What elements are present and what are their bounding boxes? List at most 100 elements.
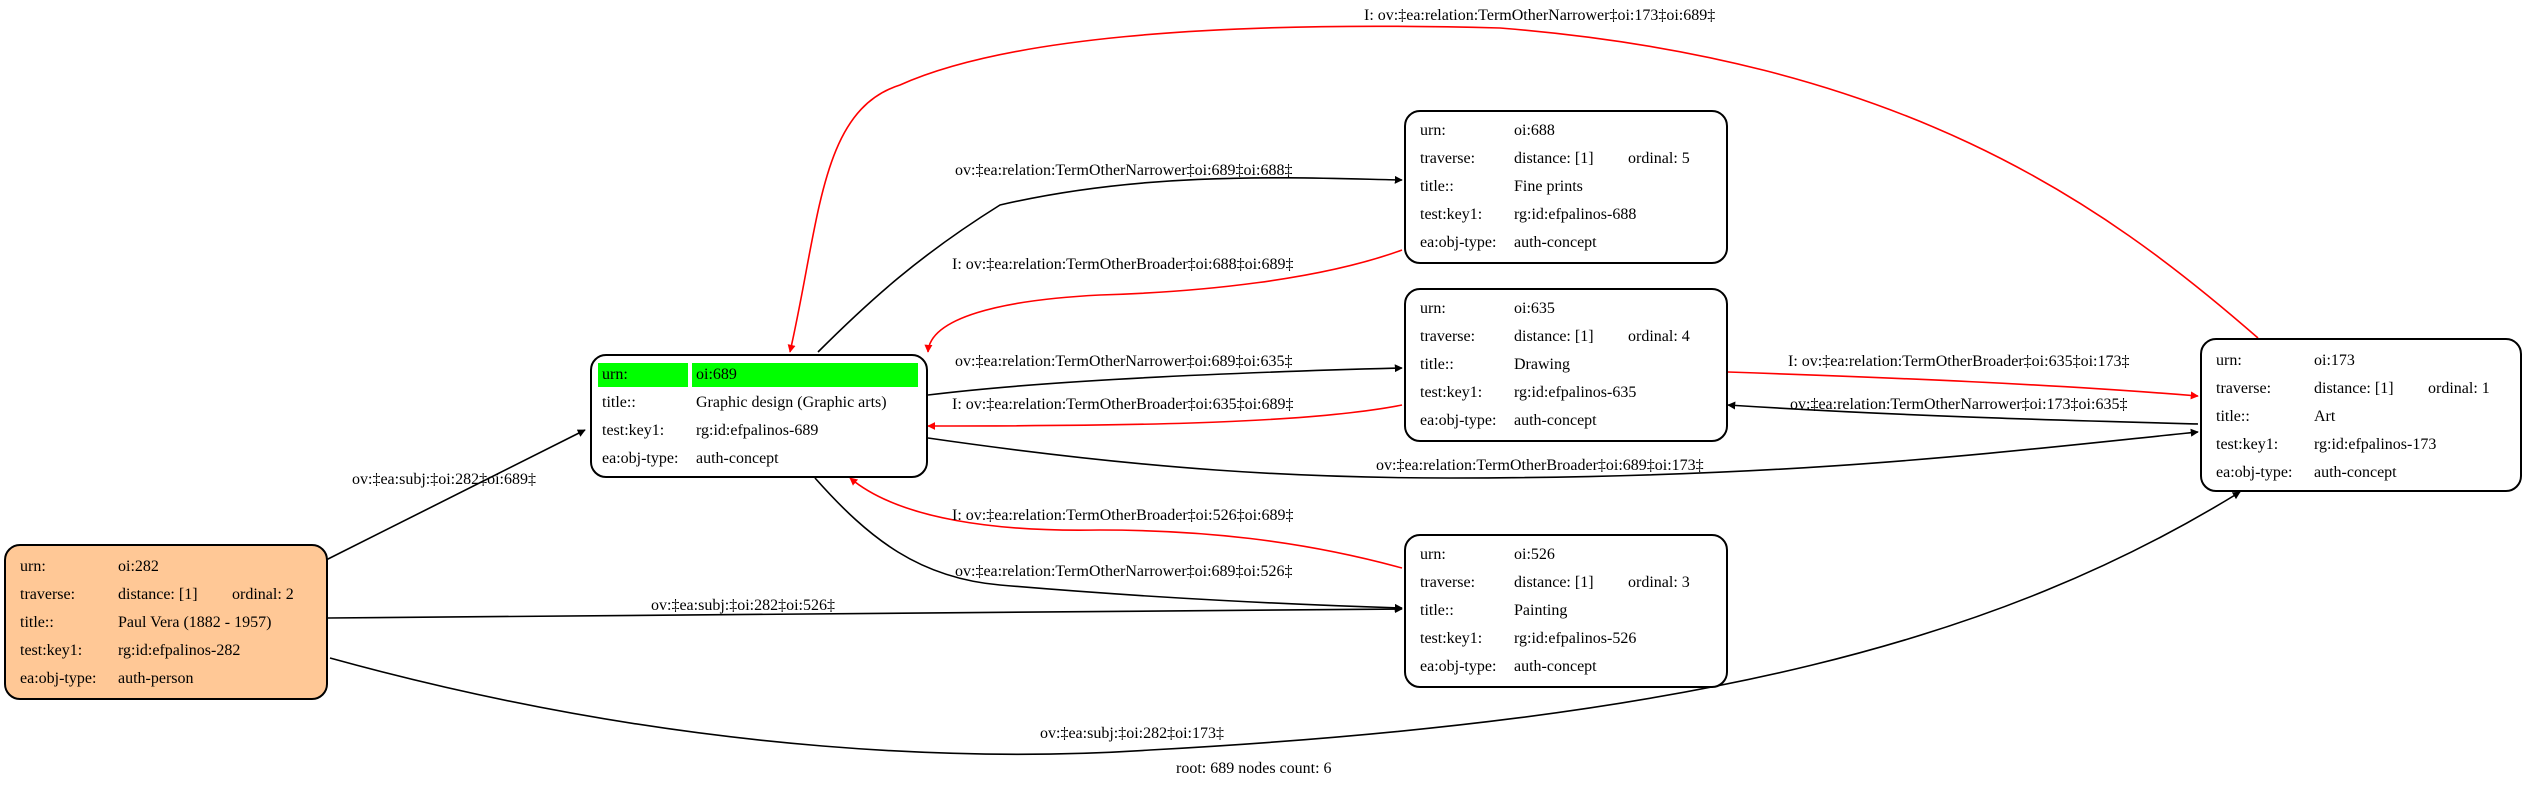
node-value: oi:689 bbox=[696, 366, 737, 383]
node-value: Graphic design (Graphic arts) bbox=[696, 394, 887, 411]
node-key: urn: bbox=[1420, 300, 1446, 317]
node-key: traverse: bbox=[1420, 574, 1476, 591]
node-row-traverse: traverse: distance: [1] ordinal: 2 bbox=[6, 582, 326, 608]
node-row-urn: urn: oi:689 bbox=[592, 362, 926, 388]
edge-282-526 bbox=[327, 605, 1403, 619]
node-row-test-key1: test:key1: rg:id:efpalinos-526 bbox=[1406, 626, 1726, 652]
node-value: oi:635 bbox=[1514, 300, 1555, 317]
node-row-obj-type: ea:obj-type: auth-person bbox=[6, 666, 326, 692]
graph-footer: root: 689 nodes count: 6 bbox=[1176, 760, 1332, 777]
node-key: test:key1: bbox=[2216, 436, 2279, 453]
node-oi-282[interactable]: urn: oi:282 traverse: distance: [1] ordi… bbox=[4, 544, 328, 700]
node-key: urn: bbox=[2216, 352, 2242, 369]
edge-526-689 bbox=[849, 477, 1403, 569]
node-oi-526[interactable]: urn: oi:526 traverse: distance: [1] ordi… bbox=[1404, 534, 1728, 688]
node-row-urn: urn: oi:688 bbox=[1406, 118, 1726, 144]
node-row-traverse: traverse: distance: [1] ordinal: 4 bbox=[1406, 324, 1726, 350]
node-key: traverse: bbox=[2216, 380, 2272, 397]
node-value: oi:173 bbox=[2314, 352, 2355, 369]
node-key: urn: bbox=[1420, 122, 1446, 139]
node-value: Fine prints bbox=[1514, 178, 1583, 195]
node-value: auth-concept bbox=[1514, 658, 1597, 675]
node-key: ea:obj-type: bbox=[20, 670, 97, 687]
node-key: title:: bbox=[602, 394, 636, 411]
node-row-urn: urn: oi:282 bbox=[6, 554, 326, 580]
node-row-title: title:: Painting bbox=[1406, 598, 1726, 624]
node-value: distance: [1] bbox=[1514, 150, 1594, 167]
node-oi-635[interactable]: urn: oi:635 traverse: distance: [1] ordi… bbox=[1404, 288, 1728, 442]
edge-173-689 bbox=[787, 25, 2259, 353]
edge-label-526-689: I: ov:‡ea:relation:TermOtherBroader‡oi:5… bbox=[952, 507, 1293, 524]
node-value: oi:526 bbox=[1514, 546, 1555, 563]
node-ordinal: ordinal: 4 bbox=[1628, 328, 1690, 345]
node-row-title: title:: Fine prints bbox=[1406, 174, 1726, 200]
edge-label-635-689: I: ov:‡ea:relation:TermOtherBroader‡oi:6… bbox=[952, 396, 1293, 413]
node-ordinal: ordinal: 3 bbox=[1628, 574, 1690, 591]
edge-label-689-173: ov:‡ea:relation:TermOtherBroader‡oi:689‡… bbox=[1376, 457, 1704, 474]
node-key: ea:obj-type: bbox=[1420, 412, 1497, 429]
node-key: test:key1: bbox=[1420, 630, 1483, 647]
node-row-title: title:: Graphic design (Graphic arts) bbox=[592, 390, 926, 416]
edge-label-282-689: ov:‡ea:subj:‡oi:282‡oi:689‡ bbox=[352, 471, 536, 488]
node-value: auth-concept bbox=[2314, 464, 2397, 481]
node-row-test-key1: test:key1: rg:id:efpalinos-688 bbox=[1406, 202, 1726, 228]
edge-label-689-688: ov:‡ea:relation:TermOtherNarrower‡oi:689… bbox=[955, 162, 1292, 179]
edge-282-689 bbox=[325, 429, 586, 561]
node-key: ea:obj-type: bbox=[602, 450, 679, 467]
node-value: distance: [1] bbox=[2314, 380, 2394, 397]
node-value: distance: [1] bbox=[1514, 328, 1594, 345]
node-row-title: title:: Art bbox=[2202, 404, 2520, 430]
node-row-obj-type: ea:obj-type: auth-concept bbox=[1406, 230, 1726, 256]
node-value: rg:id:efpalinos-689 bbox=[696, 422, 819, 439]
node-row-urn: urn: oi:173 bbox=[2202, 348, 2520, 374]
node-key: title:: bbox=[20, 614, 54, 631]
node-key: title:: bbox=[1420, 178, 1454, 195]
edge-689-688 bbox=[817, 175, 1403, 353]
node-key: traverse: bbox=[1420, 150, 1476, 167]
node-key: test:key1: bbox=[602, 422, 665, 439]
node-value: oi:282 bbox=[118, 558, 159, 575]
node-row-urn: urn: oi:635 bbox=[1406, 296, 1726, 322]
node-ordinal: ordinal: 1 bbox=[2428, 380, 2490, 397]
node-value: rg:id:efpalinos-282 bbox=[118, 642, 241, 659]
node-key: title:: bbox=[1420, 602, 1454, 619]
edge-173-635 bbox=[1727, 401, 2199, 425]
node-key: title:: bbox=[2216, 408, 2250, 425]
node-value: Art bbox=[2314, 408, 2336, 425]
edge-label-173-689: I: ov:‡ea:relation:TermOtherNarrower‡oi:… bbox=[1364, 7, 1715, 24]
node-row-test-key1: test:key1: rg:id:efpalinos-173 bbox=[2202, 432, 2520, 458]
node-row-title: title:: Paul Vera (1882 - 1957) bbox=[6, 610, 326, 636]
edge-282-173 bbox=[329, 491, 2241, 755]
node-row-obj-type: ea:obj-type: auth-concept bbox=[2202, 460, 2520, 486]
node-row-test-key1: test:key1: rg:id:efpalinos-689 bbox=[592, 418, 926, 444]
node-oi-688[interactable]: urn: oi:688 traverse: distance: [1] ordi… bbox=[1404, 110, 1728, 264]
node-row-urn: urn: oi:526 bbox=[1406, 542, 1726, 568]
node-value: rg:id:efpalinos-635 bbox=[1514, 384, 1637, 401]
node-value: auth-concept bbox=[696, 450, 779, 467]
urn-value-highlight bbox=[692, 363, 918, 387]
edge-689-526 bbox=[814, 477, 1403, 612]
edge-label-635-173: I: ov:‡ea:relation:TermOtherBroader‡oi:6… bbox=[1788, 353, 2129, 370]
node-row-traverse: traverse: distance: [1] ordinal: 3 bbox=[1406, 570, 1726, 596]
edge-689-635 bbox=[927, 364, 1403, 396]
node-key: ea:obj-type: bbox=[1420, 234, 1497, 251]
node-row-obj-type: ea:obj-type: auth-concept bbox=[1406, 408, 1726, 434]
node-row-obj-type: ea:obj-type: auth-concept bbox=[592, 446, 926, 472]
edge-688-689 bbox=[924, 249, 1403, 353]
edge-label-282-173: ov:‡ea:subj:‡oi:282‡oi:173‡ bbox=[1040, 725, 1224, 742]
node-value: Paul Vera (1882 - 1957) bbox=[118, 614, 272, 631]
node-value: distance: [1] bbox=[118, 586, 198, 603]
node-row-obj-type: ea:obj-type: auth-concept bbox=[1406, 654, 1726, 680]
edge-label-173-635: ov:‡ea:relation:TermOtherNarrower‡oi:173… bbox=[1790, 396, 2127, 413]
edge-label-688-689: I: ov:‡ea:relation:TermOtherBroader‡oi:6… bbox=[952, 256, 1293, 273]
edge-label-282-526: ov:‡ea:subj:‡oi:282‡oi:526‡ bbox=[651, 597, 835, 614]
node-value: oi:688 bbox=[1514, 122, 1555, 139]
node-key: test:key1: bbox=[1420, 206, 1483, 223]
node-row-traverse: traverse: distance: [1] ordinal: 5 bbox=[1406, 146, 1726, 172]
edge-689-173 bbox=[927, 428, 2199, 479]
node-key: title:: bbox=[1420, 356, 1454, 373]
node-oi-173[interactable]: urn: oi:173 traverse: distance: [1] ordi… bbox=[2200, 338, 2522, 492]
edge-label-689-635: ov:‡ea:relation:TermOtherNarrower‡oi:689… bbox=[955, 353, 1292, 370]
node-oi-689[interactable]: urn: oi:689 title:: Graphic design (Grap… bbox=[590, 354, 928, 478]
